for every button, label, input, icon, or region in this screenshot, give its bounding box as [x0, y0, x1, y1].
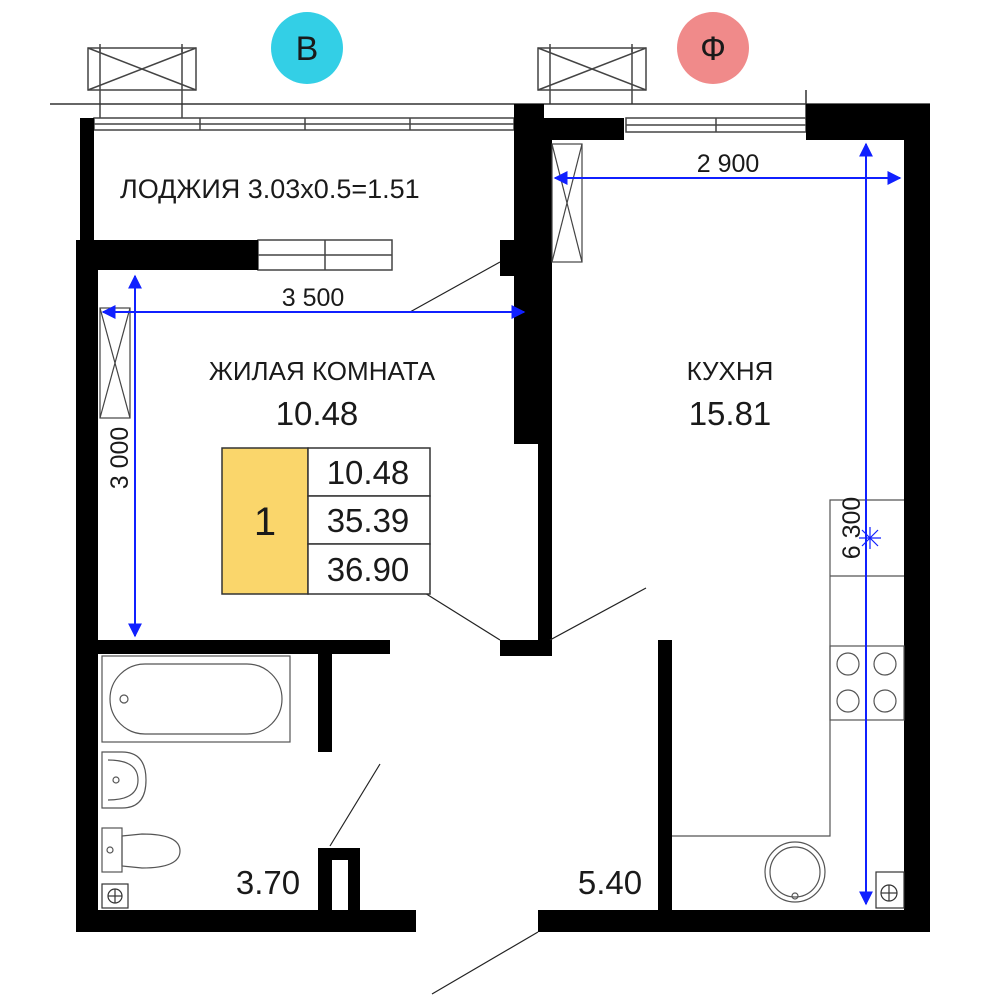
room-count: 1 — [254, 500, 276, 544]
summary-total-area: 35.39 — [327, 502, 410, 539]
vent-shaft-icon-kitchen — [875, 871, 905, 909]
washbasin-icon — [101, 751, 147, 809]
loggia-label: ЛОДЖИЯ 3.03x0.5=1.51 — [120, 174, 420, 204]
living-window — [257, 239, 393, 271]
living-room-area: 10.48 — [276, 395, 359, 432]
axis-label-left: В — [296, 30, 319, 68]
summary-living-area: 10.48 — [327, 454, 410, 491]
kitchen-counter — [672, 499, 905, 837]
vent-shaft-icon-bathroom — [101, 883, 129, 909]
ac-basket-left — [87, 44, 197, 118]
summary-cell-total-loggia — [307, 543, 431, 595]
loggia-glazing — [93, 117, 515, 131]
axis-marker-right: Ф — [677, 12, 749, 84]
kitchen-window — [625, 117, 807, 133]
wardrobe-kitchen — [551, 143, 583, 263]
kitchen-area: 15.81 — [689, 395, 772, 432]
hallway-area: 5.40 — [578, 864, 642, 901]
axis-label-right: Ф — [700, 30, 726, 68]
ac-basket-right — [537, 44, 647, 104]
summary-total-with-loggia: 36.90 — [327, 551, 410, 588]
dim-living-height-label: 3 000 — [106, 427, 134, 490]
dim-kitchen-height-label: 6 300 — [838, 497, 866, 560]
boiler-icon — [764, 841, 826, 903]
axis-circle-right — [677, 12, 749, 84]
axis-circle-left — [271, 12, 343, 84]
door-swings — [329, 261, 647, 995]
dimension-lines — [101, 142, 902, 906]
kitchen-name: КУХНЯ — [687, 356, 774, 386]
walls — [76, 104, 930, 932]
axis-marker-left: В — [271, 12, 343, 84]
bath-niche — [332, 860, 348, 910]
toilet-icon — [101, 827, 181, 873]
dim-living-width-label: 3 500 — [282, 284, 345, 312]
wardrobe-living — [99, 307, 131, 419]
summary-cell-total — [307, 495, 431, 545]
room-count-badge — [221, 447, 309, 595]
living-room-name: ЖИЛАЯ КОМНАТА — [209, 356, 436, 386]
dim-kitchen-width-label: 2 900 — [697, 150, 760, 178]
bathtub-icon — [101, 655, 291, 743]
bathroom-area: 3.70 — [236, 864, 300, 901]
area-summary-table: 1 10.48 35.39 36.90 — [221, 447, 431, 595]
